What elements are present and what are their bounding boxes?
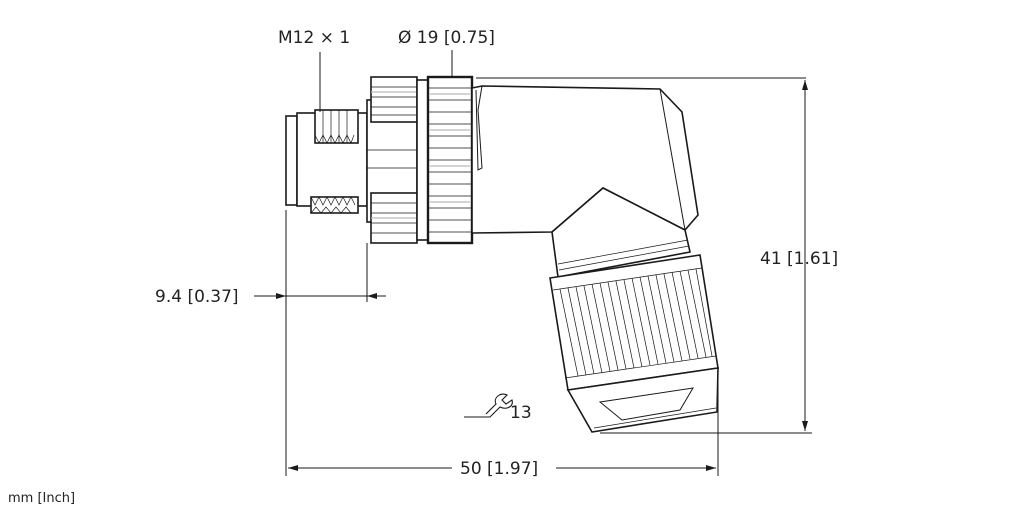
coupling-nut-1 — [366, 76, 418, 244]
dimensions — [254, 50, 812, 476]
wrench-icon — [464, 393, 513, 418]
thread-top — [314, 109, 359, 144]
units-label: mm [Inch] — [8, 491, 75, 506]
connector — [285, 75, 719, 433]
cable-gland-cap — [566, 367, 719, 433]
thread-label: M12 × 1 — [278, 28, 350, 48]
knurled-nut — [549, 254, 719, 391]
diameter-label: Ø 19 [0.75] — [398, 28, 495, 48]
angled-housing — [471, 85, 699, 278]
height-label: 41 [1.61] — [760, 249, 838, 269]
thread-length-label: 9.4 [0.37] — [155, 287, 239, 307]
thread-bottom — [310, 196, 359, 214]
coupling-nut-2 — [426, 75, 474, 245]
spacer-ring — [416, 79, 429, 241]
front-ring — [285, 115, 298, 206]
wrench-size-label: 13 — [510, 403, 532, 423]
length-label: 50 [1.97] — [460, 459, 538, 479]
